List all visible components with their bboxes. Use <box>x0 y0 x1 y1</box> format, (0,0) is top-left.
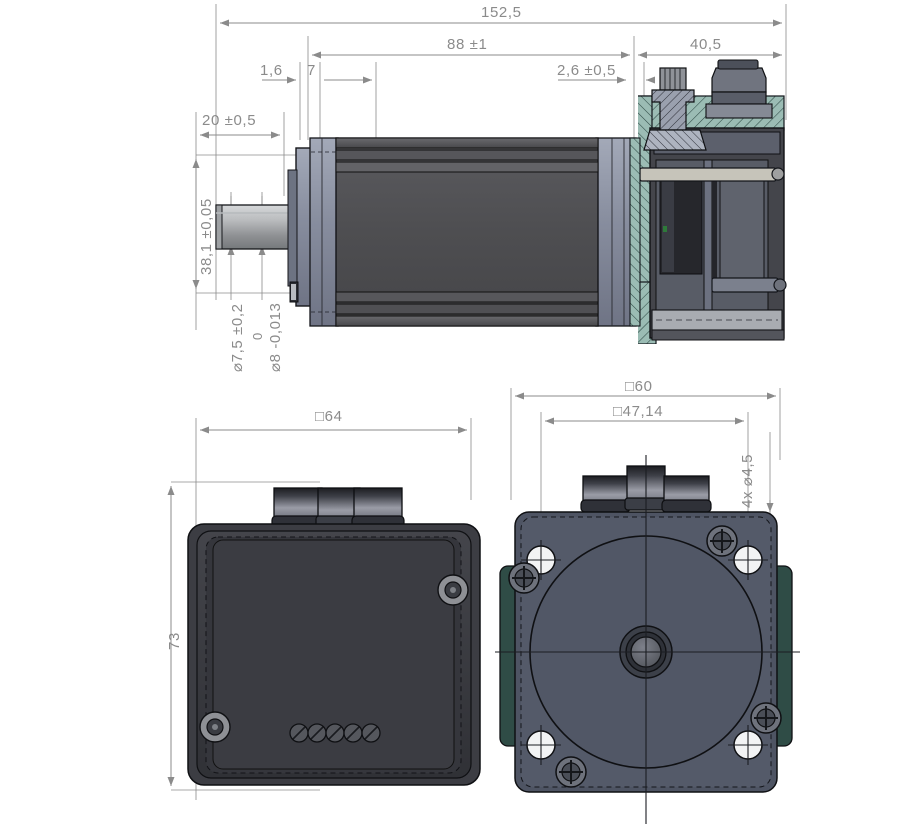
centerlines <box>495 455 800 824</box>
top-view-section <box>192 4 787 344</box>
dim-motor-length: 88 ±1 <box>447 36 488 53</box>
motor-body <box>309 137 637 327</box>
dim-shaft-length: 20 ±0,5 <box>202 112 257 129</box>
dim-rear-length: 40,5 <box>690 36 722 53</box>
dim-pilot-diameter: ⌀7,5 ±0,2 <box>229 303 246 372</box>
bottom-right-front-view <box>495 388 800 824</box>
dim-mount-holes: 4x ⌀4,5 <box>739 453 756 508</box>
bottom-left-rear-view <box>167 418 481 800</box>
terminal-screws <box>289 723 381 743</box>
top-connectors-section <box>643 59 773 151</box>
dim-shaft-diameter: ⌀8 -0,013 <box>267 302 284 372</box>
rear-connectors <box>271 487 405 529</box>
dim-flange-square: □60 <box>625 378 653 395</box>
cover-screws-br <box>508 525 782 788</box>
dim-pilot-depth: 7 <box>307 62 316 79</box>
rear-cover <box>187 523 481 786</box>
rear-seal-block <box>629 137 641 327</box>
dim-bolt-circle: □47,14 <box>613 403 664 420</box>
dim-rear-gap: 2,6 ±0,5 <box>557 62 616 79</box>
dim-shaft-diameter-upper: 0 <box>250 332 265 340</box>
front-flange <box>287 147 313 307</box>
dim-housing-height: 73 <box>166 632 183 650</box>
dim-shaft-height: 38,1 ±0,05 <box>198 198 215 275</box>
dim-overall-length: 152,5 <box>481 4 522 21</box>
rear-encoder-housing <box>638 95 787 344</box>
dim-flange-step: 1,6 <box>260 62 283 79</box>
cover-screws-bl <box>199 574 469 743</box>
dim-housing-width: □64 <box>315 408 343 425</box>
